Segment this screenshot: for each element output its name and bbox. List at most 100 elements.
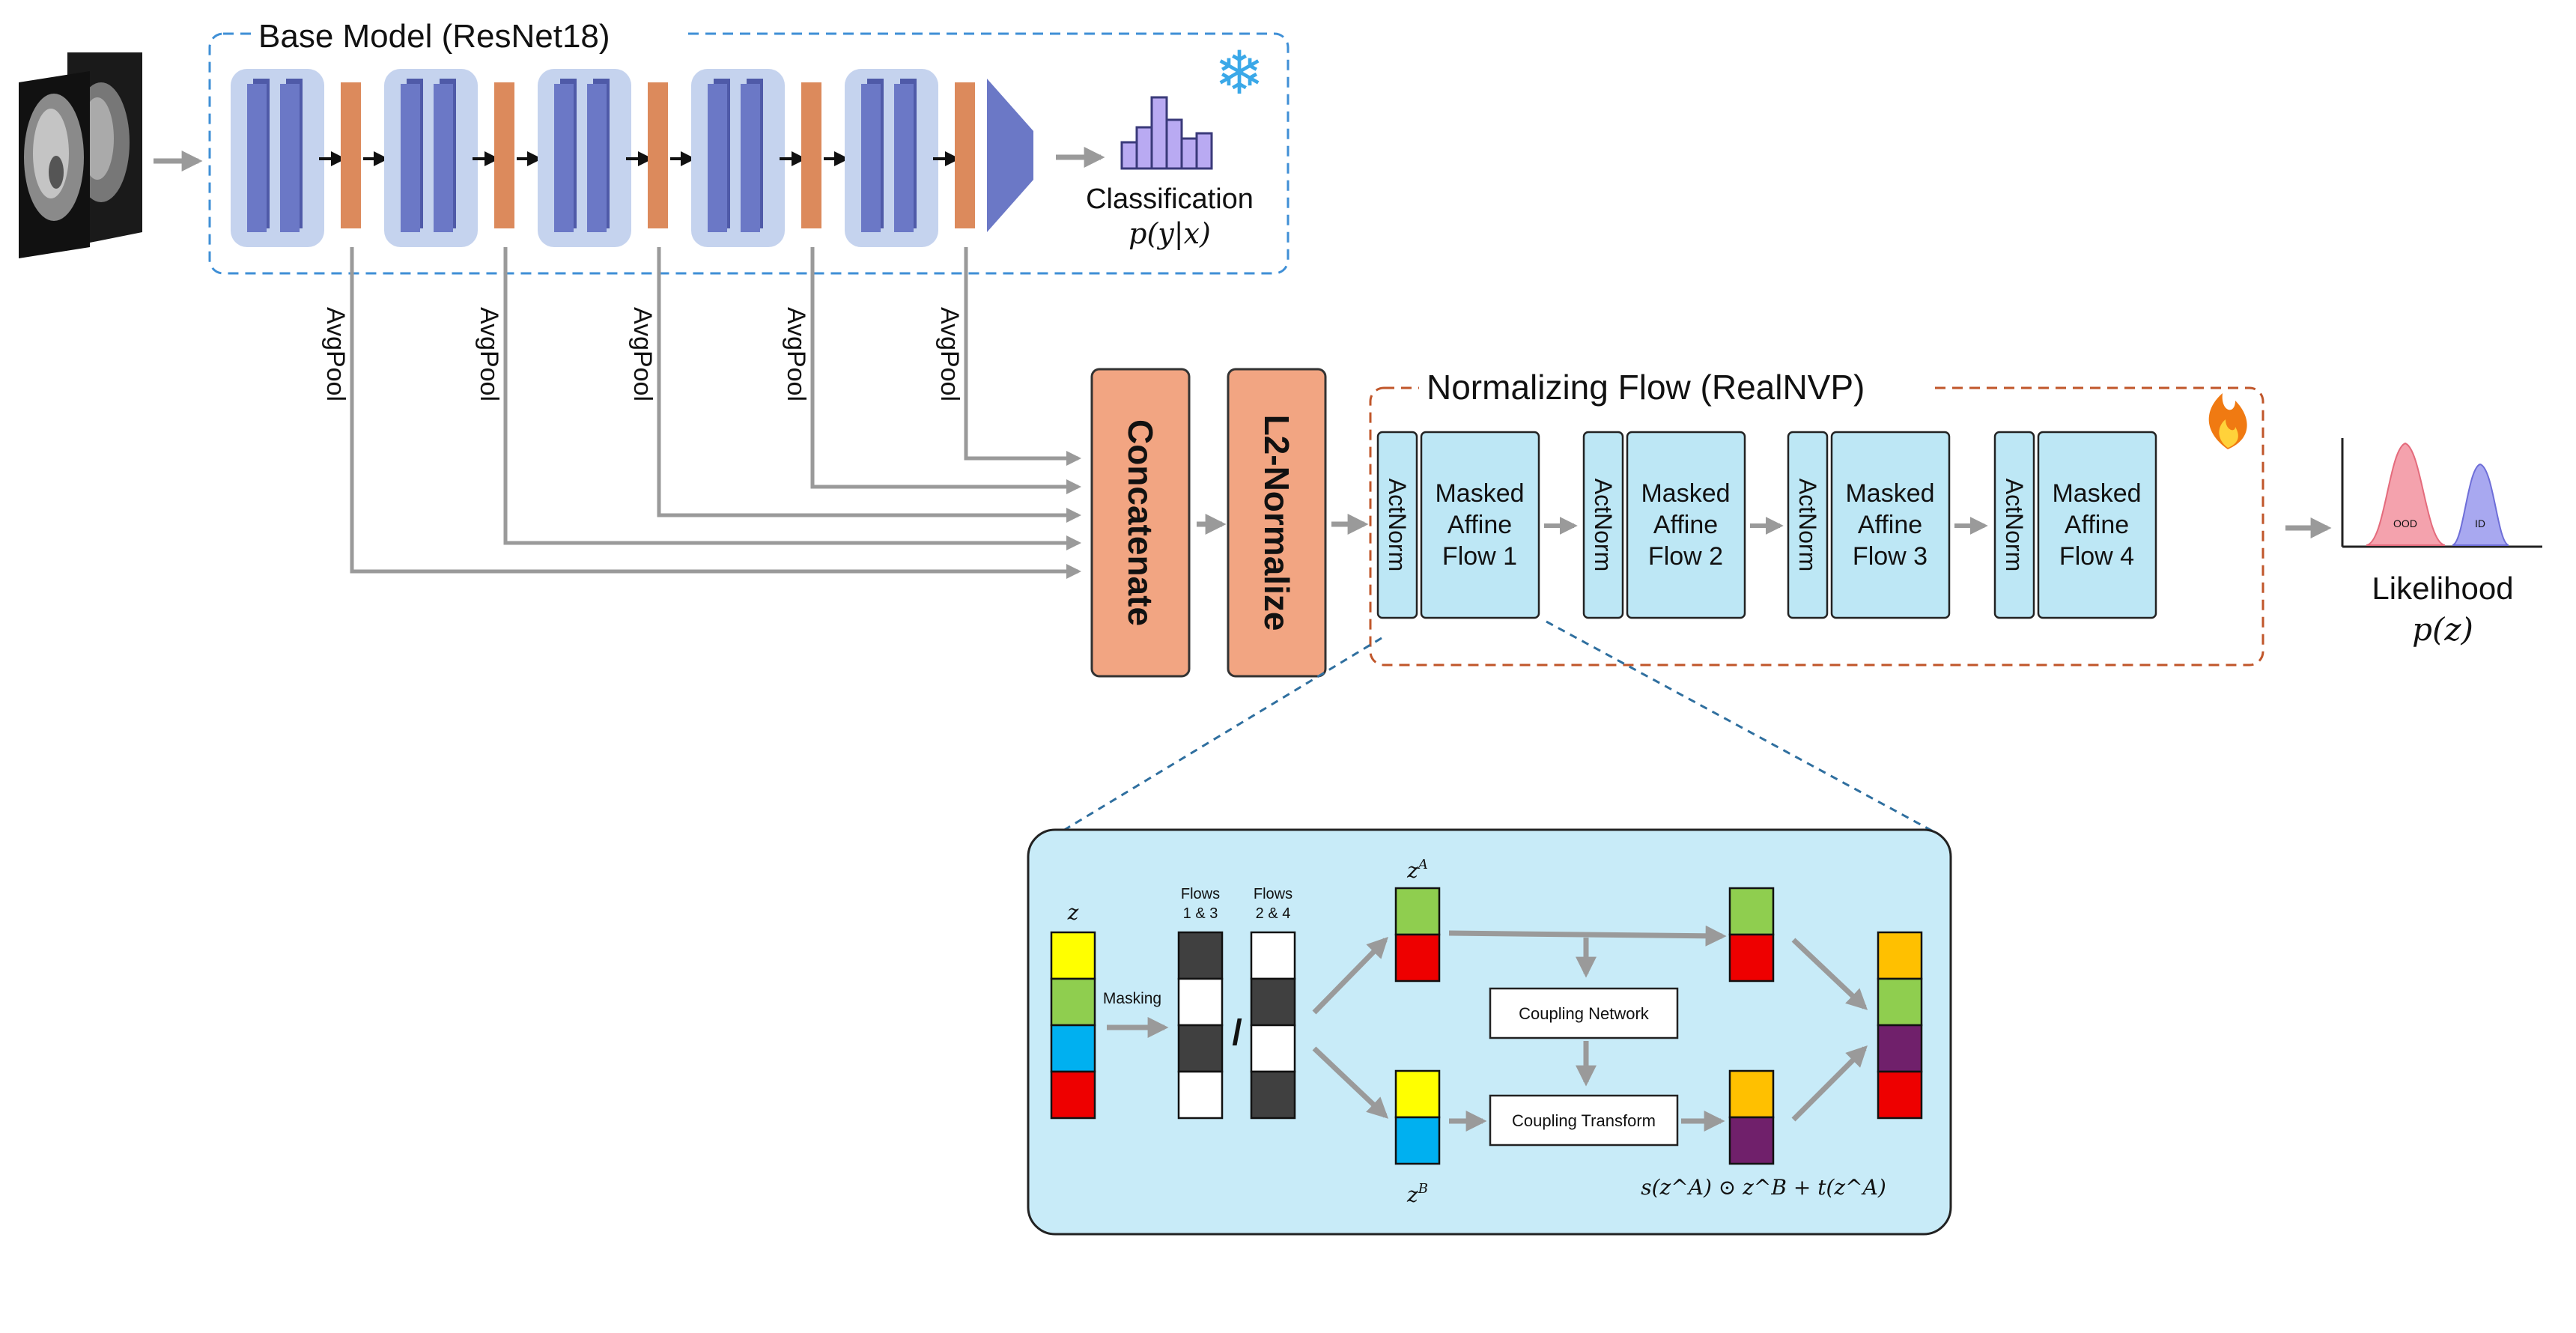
output-vector (1877, 931, 1923, 1120)
zA-vector (1394, 887, 1441, 983)
normalizing-flow-title: Normalizing Flow (RealNVP) (1427, 368, 1865, 407)
flows-24-line2: 2 & 4 (1256, 905, 1291, 922)
output-b-vector (1728, 1069, 1775, 1165)
avgpool-label-3: AvgPool (628, 307, 657, 401)
mask-24-cell-1 (1250, 931, 1296, 980)
flow-label-line-1: Masked (1435, 479, 1524, 508)
concatenate-label: Concatenate (1121, 419, 1160, 626)
flows-24-line1: Flows (1254, 886, 1292, 902)
z-cell-2 (1050, 977, 1096, 1027)
pool-layer (341, 82, 361, 228)
flow-label-line-1: Masked (1845, 479, 1934, 508)
resnet-stages (231, 69, 975, 247)
mri-slice-front (19, 71, 90, 258)
likelihood-label: Likelihood (2372, 571, 2513, 606)
zA-cell-1 (1394, 887, 1441, 936)
conv-block (434, 84, 453, 232)
coupling-network-box: Coupling Network (1489, 987, 1679, 1039)
z-vector (1050, 931, 1096, 1120)
avgpool-line-5 (964, 247, 1081, 466)
pool-layer (494, 82, 514, 228)
mask-24-cell-3 (1250, 1024, 1296, 1073)
stage-background (691, 69, 785, 247)
classification-label: Classification (1086, 183, 1254, 215)
conv-block (401, 84, 420, 232)
flow-label-line-2: Affine (2065, 511, 2129, 539)
actnorm-label: ActNorm (2001, 479, 2028, 571)
split-arrow-up (1312, 936, 1388, 1015)
zB-cell-2 (1394, 1116, 1441, 1165)
resnet-stage-2 (384, 69, 542, 247)
input-mri-images (19, 52, 142, 258)
stage-background (231, 69, 324, 247)
likelihood-plot: OOD ID (2341, 438, 2542, 548)
concatenate-box: Concatenate (1090, 368, 1191, 678)
out-a-cell-2 (1728, 933, 1775, 983)
flows-13-line1: Flows (1181, 886, 1220, 902)
conv-block (587, 84, 607, 232)
merge-arrow-bottom (1791, 1045, 1868, 1122)
actnorm-box (1376, 431, 1418, 619)
mask-13-cell-2 (1177, 977, 1224, 1027)
out-b-cell-1 (1728, 1069, 1775, 1119)
mask-13-cell-3 (1177, 1024, 1224, 1073)
flow-label-line-2: Affine (1653, 511, 1718, 539)
out-b-cell-2 (1728, 1116, 1775, 1165)
out-cell-4 (1877, 1070, 1923, 1120)
resnet-stage-4 (691, 69, 849, 247)
zoom-line-right (1546, 620, 1936, 834)
pool-layer (955, 82, 975, 228)
mask-24-cell-2 (1250, 977, 1296, 1027)
flow-label-line-3: Flow 1 (1442, 542, 1517, 571)
zoom-line-left (1051, 637, 1382, 839)
avgpool-line-1 (350, 247, 1081, 579)
conv-block (894, 84, 914, 232)
actnorm-label: ActNorm (1794, 479, 1821, 571)
avgpool-label-2: AvgPool (475, 307, 503, 401)
masked-affine-flow-box (1830, 431, 1951, 619)
stage-background (845, 69, 938, 247)
flow-label-line-1: Masked (1641, 479, 1730, 508)
coupling-transform-label: Coupling Transform (1512, 1111, 1656, 1130)
flow-label-line-3: Flow 4 (2059, 542, 2134, 571)
zA-passthrough-arrow (1448, 925, 1727, 947)
avgpool-connections: AvgPool AvgPool AvgPool AvgPool AvgPool (321, 247, 1081, 579)
out-cell-3 (1877, 1024, 1923, 1073)
avgpool-line-2 (503, 247, 1081, 550)
masked-affine-flow-box (1420, 431, 1540, 619)
resnet-stage-5 (845, 69, 975, 247)
classifier-head (987, 79, 1033, 232)
mask-24-cell-4 (1250, 1070, 1296, 1120)
classification-formula: p(y|x) (1128, 217, 1211, 250)
bar-chart-icon (1120, 96, 1213, 170)
l2-normalize-box: L2-Normalize (1227, 368, 1327, 678)
actnorm-box (1993, 431, 2035, 619)
resnet-stage-1 (231, 69, 389, 247)
avgpool-label-1: AvgPool (321, 307, 350, 401)
fire-icon (2208, 393, 2247, 449)
mask-13-cell-4 (1177, 1070, 1224, 1120)
coupling-network-label: Coupling Network (1519, 1004, 1650, 1023)
ood-label: OOD (2393, 517, 2417, 529)
avgpool-line-4 (810, 247, 1081, 494)
pool-layer (648, 82, 668, 228)
conv-block (280, 84, 300, 232)
z-label: z (1067, 900, 1079, 925)
z-cell-1 (1050, 931, 1096, 980)
actnorm-box (1787, 431, 1829, 619)
avgpool-line-3 (657, 247, 1081, 523)
l2-normalize-label: L2-Normalize (1257, 415, 1296, 631)
resnet-stage-3 (538, 69, 696, 247)
coupling-equation: s(z^A) ⊙ z^B + t(z^A) (1641, 1175, 1886, 1200)
avgpool-label-5: AvgPool (935, 307, 964, 401)
merge-arrow-top (1791, 938, 1868, 1010)
mask-patterns (1177, 931, 1296, 1120)
avgpool-label-4: AvgPool (782, 307, 810, 401)
out-cell-2 (1877, 977, 1923, 1027)
flows-13-line2: 1 & 3 (1183, 905, 1218, 922)
out-cell-1 (1877, 931, 1923, 980)
coupling-transform-box: Coupling Transform (1489, 1094, 1679, 1147)
flow-label-line-1: Masked (2052, 479, 2141, 508)
